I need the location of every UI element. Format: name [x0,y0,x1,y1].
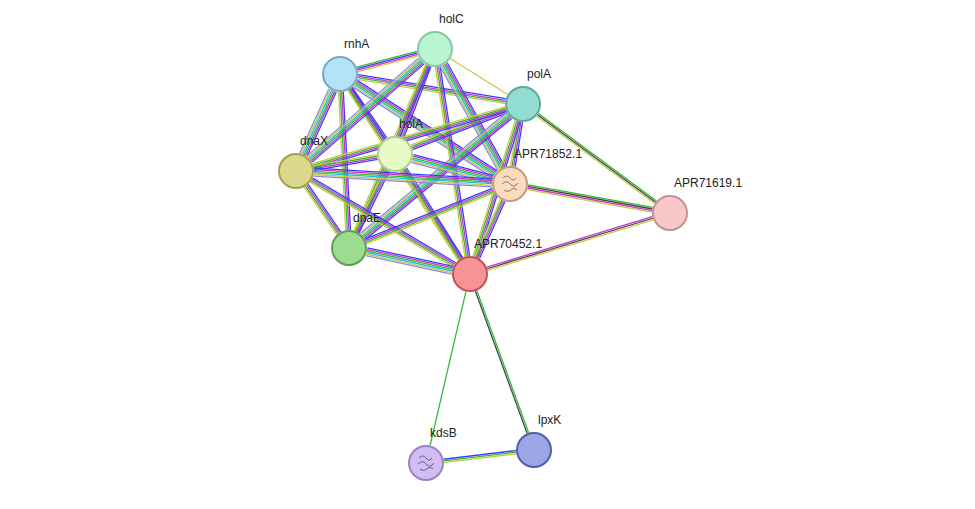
evidence-strand [528,188,653,211]
node-label: dnaE [353,211,381,225]
evidence-strand [527,190,652,213]
evidence-strand [366,253,452,271]
evidence-strand [366,191,494,242]
evidence-strand [304,187,337,234]
evidence-strand [413,156,493,177]
evidence-strand [313,155,377,166]
interaction-edge [313,155,377,171]
protein-node: holA [377,136,413,172]
interaction-edge [430,292,466,446]
node-label: rnhA [344,37,369,51]
evidence-strand [314,174,492,185]
node-label: kdsB [430,426,457,440]
evidence-strand [365,188,493,239]
evidence-strand [430,292,466,446]
protein-node: APR71852.1 [492,166,528,202]
protein-node: holC [417,31,453,67]
evidence-strand [366,254,452,272]
interaction-edge [475,291,528,434]
node-label: holA [399,117,423,131]
evidence-strand [365,190,493,241]
protein-node: dnaX [278,153,314,189]
protein-node: rnhA [322,56,358,92]
node-label: dnaX [300,134,328,148]
evidence-strand [413,158,493,179]
node-label: APR70452.1 [474,237,542,251]
node-label: APR71852.1 [514,147,582,161]
interaction-edge [411,108,507,149]
node-label: polA [527,67,551,81]
interaction-edge [365,188,494,243]
evidence-strand [528,186,653,209]
protein-node: APR71619.1 [652,195,688,231]
interaction-edge [314,168,493,187]
interaction-edge [366,248,453,274]
evidence-strand [314,156,378,167]
protein-node: lpxK [516,432,552,468]
evidence-strand [528,185,653,208]
evidence-strand [477,291,529,433]
protein-node: APR70452.1 [452,256,488,292]
node-label: holC [439,12,464,26]
protein-node: kdsB [408,445,444,481]
interaction-edge [310,178,455,267]
interaction-edge [444,451,517,463]
node-label: lpxK [538,413,561,427]
evidence-strand [444,454,516,463]
evidence-strand [367,251,453,269]
evidence-strand [358,54,418,70]
protein-node: polA [505,86,541,122]
evidence-strand [367,193,495,244]
evidence-strand [444,452,516,461]
interaction-edge [527,185,652,212]
evidence-strand [366,256,452,274]
evidence-strand [314,176,492,187]
evidence-strand [475,291,527,433]
evidence-strand [300,89,329,153]
evidence-strand [358,56,418,72]
evidence-strand [413,155,493,176]
protein-node: dnaE [331,230,367,266]
node-label: APR71619.1 [674,176,742,190]
